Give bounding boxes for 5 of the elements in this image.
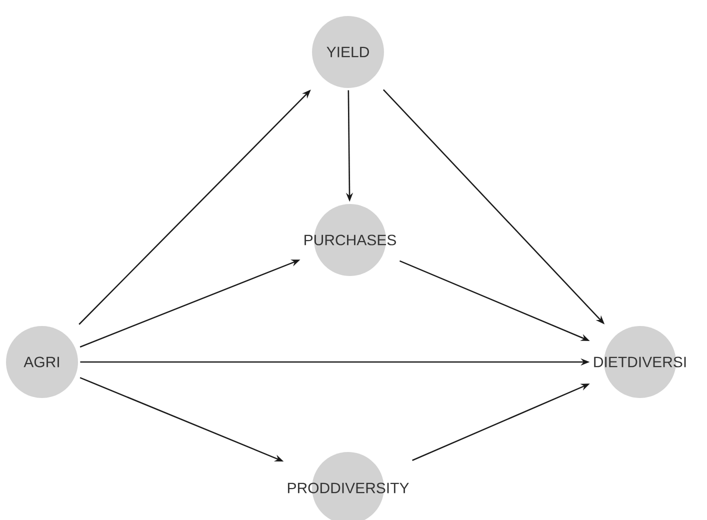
- circle-node: AGRI: [6, 326, 78, 398]
- circle-node: DIETDIVERSI: [594, 326, 686, 398]
- circle-node: PURCHASES: [304, 204, 396, 276]
- circle-node: YIELD: [312, 16, 384, 88]
- circle-node: PRODDIVERSITY: [288, 452, 409, 520]
